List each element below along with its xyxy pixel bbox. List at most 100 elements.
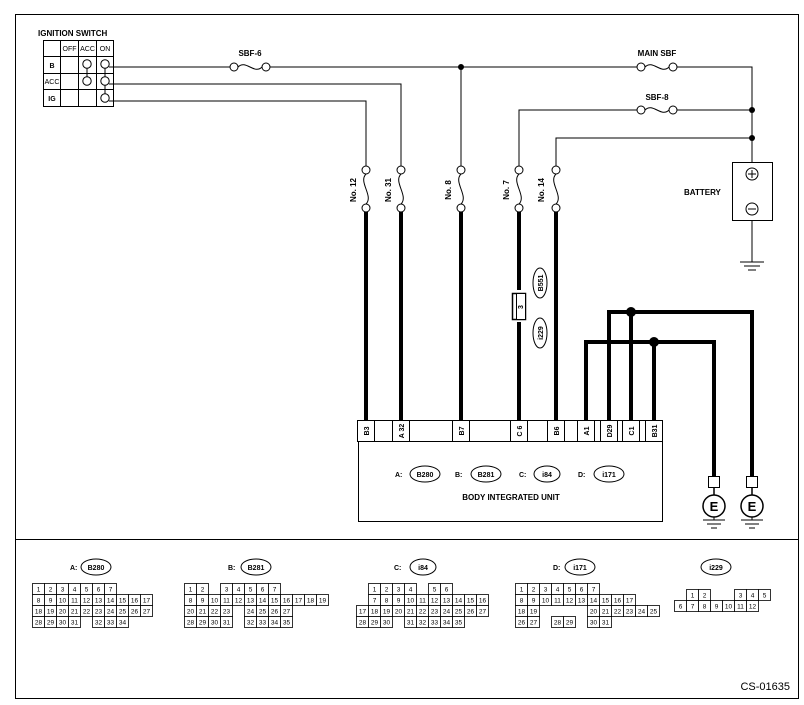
connector-pin: 22 [208, 605, 221, 617]
svg-text:7: 7 [373, 598, 377, 605]
svg-text:4: 4 [751, 593, 755, 600]
connector-pin: 32 [244, 616, 257, 628]
svg-text:16: 16 [283, 598, 291, 605]
svg-text:24: 24 [247, 609, 255, 616]
connector-pin: 10 [404, 594, 417, 606]
connector-pin: 16 [476, 594, 489, 606]
unit-pin: C 6 [510, 420, 528, 442]
col-off: OFF [63, 46, 77, 53]
svg-text:14: 14 [590, 598, 598, 605]
conn-d-prefix: D: [553, 565, 560, 572]
svg-text:21: 21 [602, 609, 610, 616]
connector-pin: 28 [356, 616, 369, 628]
connector-pin: 13 [440, 594, 453, 606]
svg-text:1: 1 [373, 587, 377, 594]
svg-text:27: 27 [283, 609, 291, 616]
connector-pin: 26 [128, 605, 141, 617]
svg-text:17: 17 [626, 598, 634, 605]
svg-text:2: 2 [703, 593, 707, 600]
connector-pin: 22 [416, 605, 429, 617]
connector-pin: 31 [68, 616, 81, 628]
svg-text:26: 26 [271, 609, 279, 616]
connector-d-header: D: i171 [553, 558, 596, 576]
svg-text:30: 30 [211, 620, 219, 627]
connector-pin: 2 [527, 583, 540, 595]
connector-pin: 4 [746, 589, 759, 601]
svg-text:25: 25 [119, 609, 127, 616]
connector-pin: 33 [104, 616, 117, 628]
svg-text:17: 17 [295, 598, 303, 605]
svg-text:6: 6 [97, 587, 101, 594]
connector-pin: 3 [734, 589, 747, 601]
unit-conn-a-prefix: A: [395, 472, 402, 479]
svg-text:13: 13 [95, 598, 103, 605]
connector-pin: 6 [92, 583, 105, 595]
connector-pin: 4 [404, 583, 417, 595]
svg-text:18: 18 [371, 609, 379, 616]
svg-text:2: 2 [49, 587, 53, 594]
svg-text:11: 11 [737, 604, 744, 611]
connector-c-header: C: i84 [394, 558, 437, 576]
connector-pin: 17 [356, 605, 369, 617]
connector-pin: 10 [208, 594, 221, 606]
svg-text:23: 23 [626, 609, 634, 616]
unit-conn-c-prefix: C: [519, 472, 526, 479]
svg-text:13: 13 [247, 598, 255, 605]
connector-pin: 28 [32, 616, 45, 628]
svg-text:5: 5 [249, 587, 253, 594]
svg-text:3: 3 [61, 587, 65, 594]
svg-text:19: 19 [47, 609, 55, 616]
svg-text:27: 27 [143, 609, 151, 616]
svg-text:12: 12 [566, 598, 574, 605]
svg-text:15: 15 [467, 598, 475, 605]
connector-pin: 5 [244, 583, 257, 595]
connector-pin: 21 [68, 605, 81, 617]
connector-pin: 7 [368, 594, 381, 606]
svg-text:8: 8 [520, 598, 524, 605]
no14-label: No. 14 [537, 177, 546, 202]
connector-pin: 3 [539, 583, 552, 595]
svg-text:20: 20 [59, 609, 67, 616]
svg-text:24: 24 [638, 609, 646, 616]
connector-pin: 1 [515, 583, 528, 595]
no12-label: No. 12 [349, 177, 358, 202]
svg-text:26: 26 [518, 620, 526, 627]
svg-text:8: 8 [37, 598, 41, 605]
connector-pin: 8 [184, 594, 197, 606]
svg-text:10: 10 [407, 598, 415, 605]
connector-pin: 12 [428, 594, 441, 606]
connector-pin: 33 [428, 616, 441, 628]
svg-text:32: 32 [95, 620, 103, 627]
connector-pin: 13 [575, 594, 588, 606]
unit-pin: D29 [600, 420, 618, 442]
no31-label: No. 31 [384, 177, 393, 202]
connector-pin: 17 [292, 594, 305, 606]
svg-text:24: 24 [107, 609, 115, 616]
connector-pin: 2 [196, 583, 209, 595]
svg-text:23: 23 [223, 609, 231, 616]
ignition-switch: IGNITION SWITCH OFF ACC ON B ACC IG [38, 29, 114, 107]
connector-pin: 9 [527, 594, 540, 606]
svg-text:7: 7 [592, 587, 596, 594]
connector-pin: 21 [196, 605, 209, 617]
svg-text:8: 8 [703, 604, 707, 611]
connector-pin: 35 [280, 616, 293, 628]
connector-pin: 6 [575, 583, 588, 595]
svg-text:29: 29 [199, 620, 207, 627]
connector-pin: 19 [44, 605, 57, 617]
svg-text:C1: C1 [629, 426, 636, 435]
fuse-sbf6: SBF-6 [229, 49, 271, 72]
connector-pin: 29 [44, 616, 57, 628]
svg-text:7: 7 [109, 587, 113, 594]
connector-pin: 1 [32, 583, 45, 595]
svg-text:6: 6 [261, 587, 265, 594]
svg-text:B3: B3 [364, 426, 371, 435]
connector-pin: 4 [551, 583, 564, 595]
svg-text:D29: D29 [607, 424, 614, 437]
conn-d-name: i171 [573, 565, 587, 572]
svg-text:22: 22 [419, 609, 427, 616]
connector-pin: 25 [647, 605, 660, 617]
unit-conn-c: i84 [542, 472, 552, 479]
